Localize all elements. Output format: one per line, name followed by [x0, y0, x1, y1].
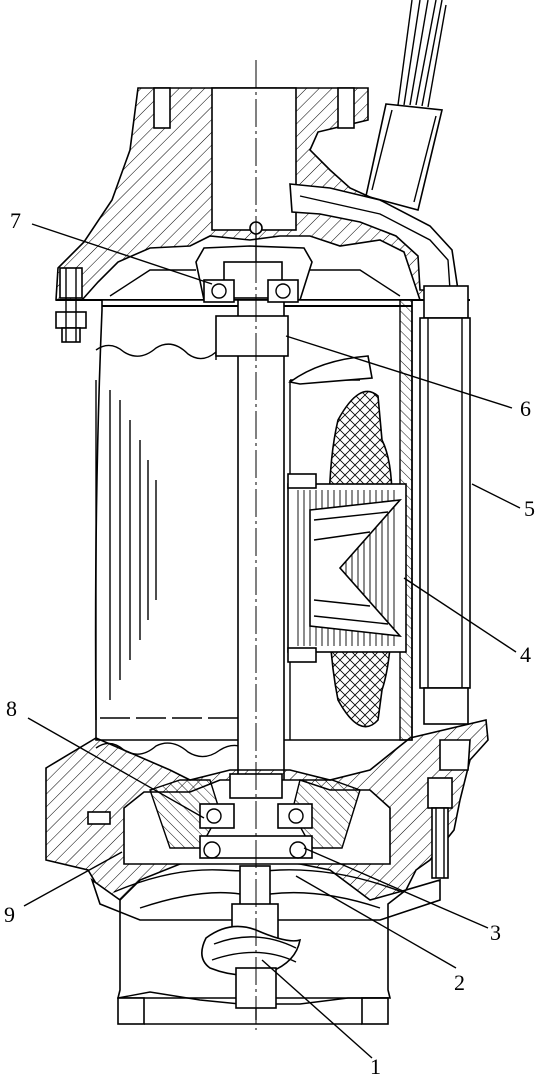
label-7: 7: [10, 208, 21, 233]
cooling-jacket: [419, 285, 471, 725]
label-2: 2: [454, 970, 465, 995]
upper-bearing: [203, 279, 299, 303]
label-4: 4: [520, 642, 531, 667]
lower-housing: [45, 719, 489, 901]
shaft: [215, 221, 289, 830]
label-1: 1: [370, 1054, 381, 1078]
pump-casing: [90, 865, 441, 1025]
label-3: 3: [490, 920, 501, 945]
power-cable: [365, 0, 447, 211]
label-5: 5: [524, 496, 535, 521]
label-9: 9: [4, 902, 15, 927]
label-6: 6: [520, 396, 531, 421]
label-8: 8: [6, 696, 17, 721]
rotor-end-ring: [288, 355, 373, 385]
left-bolt: [55, 267, 87, 343]
leader-lines: [23, 223, 521, 1059]
stator-winding: [287, 390, 407, 728]
top-cover: [55, 87, 459, 301]
